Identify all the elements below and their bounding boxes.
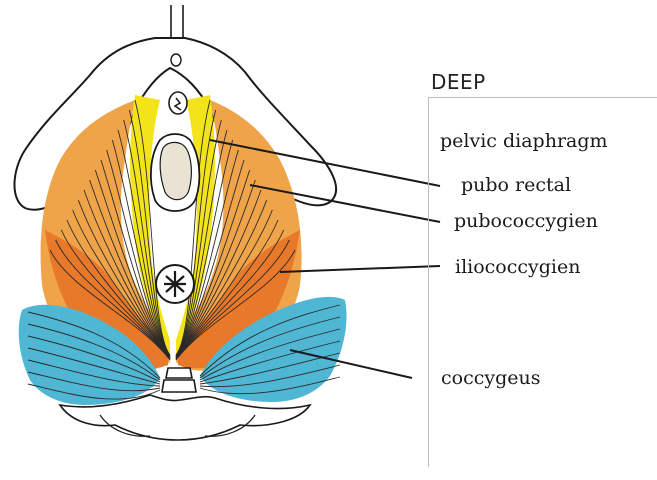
label-panel-divider [428,97,429,467]
panel-heading: DEEP [431,70,486,94]
label-pubo-rectal: pubo rectal [461,176,571,195]
label-coccygeus: coccygeus [441,369,541,388]
leader-iliococcygien [280,266,440,272]
vaginal-canal [160,142,191,199]
coccyx [162,368,196,392]
label-panel-top-border [428,97,657,98]
spine-top [171,5,183,38]
label-iliococcygien: iliococcygien [455,258,581,277]
pubic-foramen [171,54,181,66]
label-pubococcygien: pubococcygien [454,212,598,231]
label-pelvic-diaphragm: pelvic diaphragm [440,132,608,151]
urethral-opening [169,92,187,114]
